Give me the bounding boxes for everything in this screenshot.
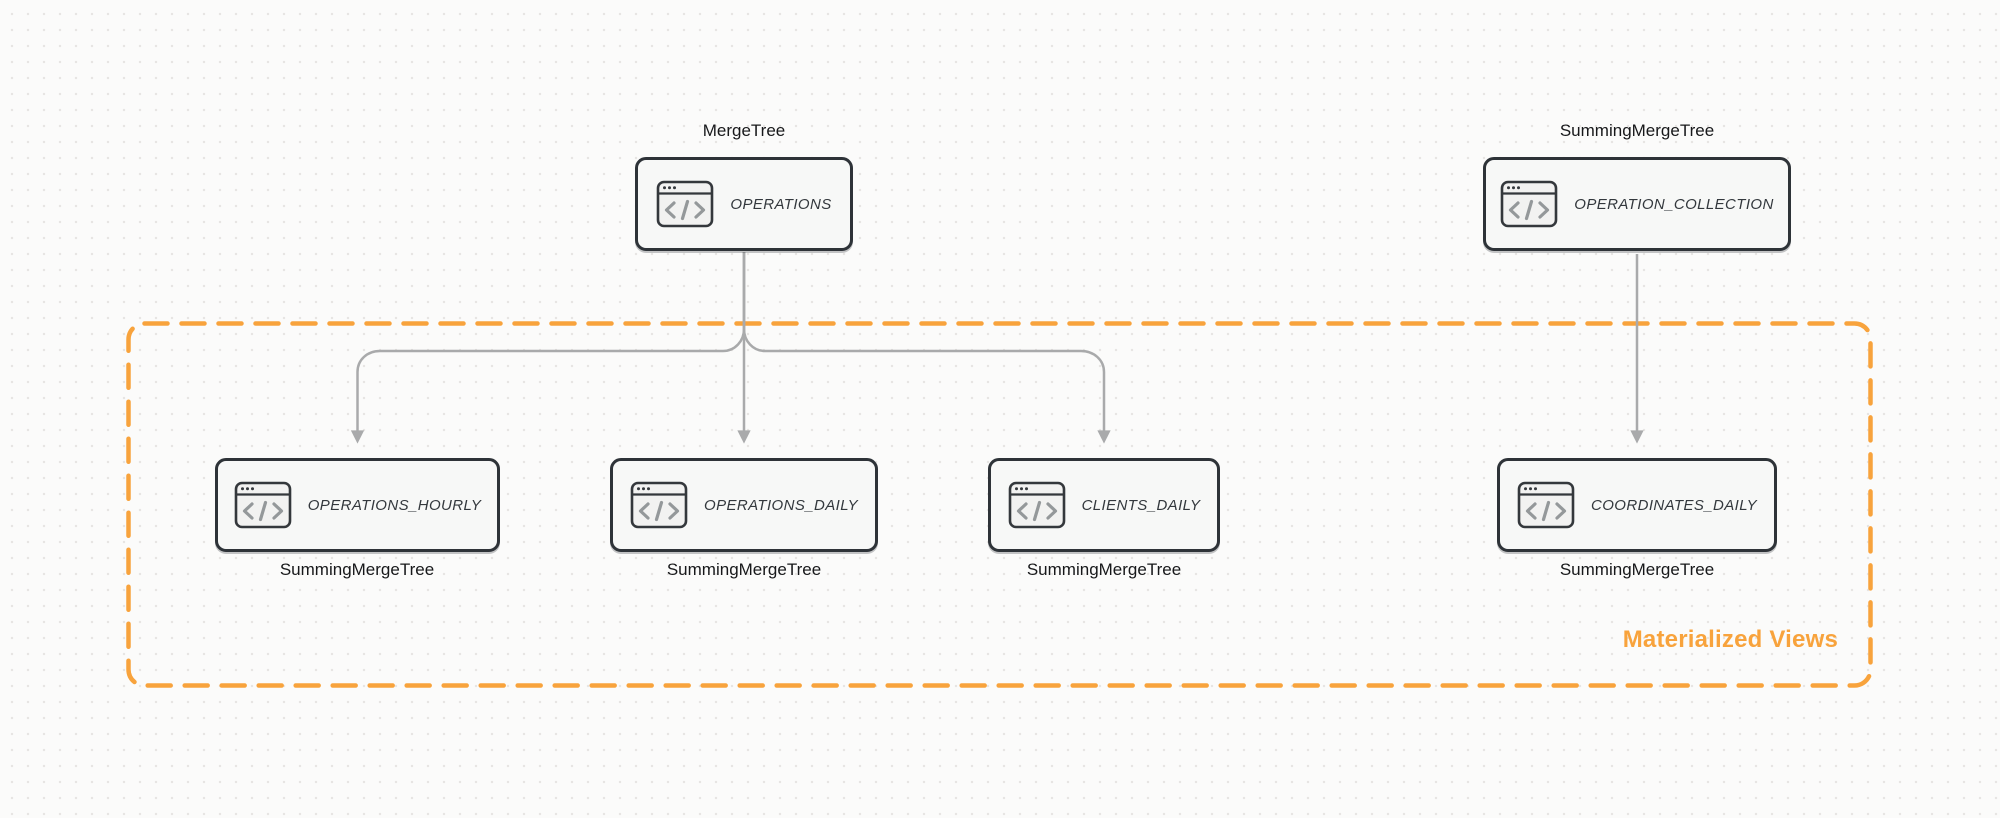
node-table-label: CLIENTS_DAILY xyxy=(1081,496,1201,514)
node-coordinates-daily[interactable]: COORDINATES_DAILY xyxy=(1497,458,1777,552)
engine-label-clients-daily: SummingMergeTree xyxy=(1026,560,1182,579)
code-window-icon xyxy=(1008,481,1065,529)
node-table-label: OPERATIONS_DAILY xyxy=(704,496,858,514)
node-operation-collection[interactable]: OPERATION_COLLECTION xyxy=(1483,157,1791,251)
node-operations-hourly[interactable]: OPERATIONS_HOURLY xyxy=(215,458,500,552)
node-table-label: COORDINATES_DAILY xyxy=(1590,496,1757,514)
node-table-label: OPERATIONS_HOURLY xyxy=(307,496,482,514)
node-operations[interactable]: OPERATIONS xyxy=(635,157,853,251)
engine-label-operation-collection: SummingMergeTree xyxy=(1559,121,1715,140)
code-window-icon xyxy=(630,481,688,529)
code-window-icon xyxy=(1500,180,1558,228)
code-window-icon xyxy=(657,180,714,228)
node-operations-daily[interactable]: OPERATIONS_DAILY xyxy=(610,458,878,552)
materialized-views-group-label: Materialized Views xyxy=(1622,626,1838,653)
node-table-label: OPERATION_COLLECTION xyxy=(1574,195,1774,213)
node-table-label: OPERATIONS xyxy=(730,195,832,213)
engine-label-operations-hourly: SummingMergeTree xyxy=(279,560,435,579)
engine-label-operations-daily: SummingMergeTree xyxy=(666,560,822,579)
node-clients-daily[interactable]: CLIENTS_DAILY xyxy=(988,458,1220,552)
edge-operations-to-clients-daily xyxy=(742,252,1111,444)
edge-operations-to-operations-hourly xyxy=(350,252,746,444)
code-window-icon xyxy=(234,481,292,529)
engine-label-operations: MergeTree xyxy=(702,121,786,140)
engine-label-coordinates-daily: SummingMergeTree xyxy=(1559,560,1715,579)
code-window-icon xyxy=(1517,481,1575,529)
